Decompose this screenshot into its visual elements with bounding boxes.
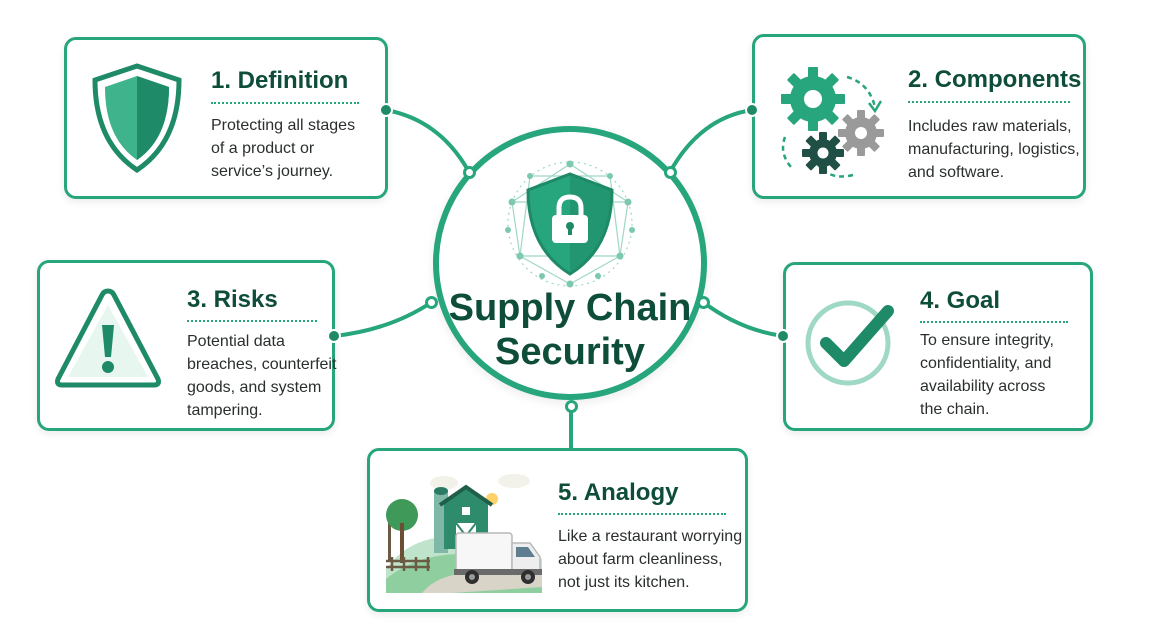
card-goal-divider bbox=[920, 321, 1068, 323]
card-definition-text: Protecting all stages of a product or se… bbox=[211, 117, 356, 180]
connector-dot-components-hub bbox=[664, 166, 677, 179]
connector-dot-goal-card bbox=[776, 329, 790, 343]
connector-goal bbox=[701, 300, 785, 338]
card-analogy-text: Like a restaurant worrying about farm cl… bbox=[558, 528, 743, 591]
card-goal: 4. Goal To ensure integrity, confidentia… bbox=[783, 262, 1093, 431]
card-components-text: Includes raw materials, manufacturing, l… bbox=[908, 118, 1080, 181]
card-components-divider bbox=[908, 101, 1070, 103]
connector-dot-risks-hub bbox=[425, 296, 438, 309]
card-risks: 3. Risks Potential data breaches, counte… bbox=[37, 260, 337, 431]
card-goal-text: To ensure integrity, confidentiality, an… bbox=[920, 332, 1054, 418]
card-analogy: 5. Analogy Like a restaurant worrying ab… bbox=[367, 448, 748, 612]
connector-definition bbox=[384, 108, 471, 174]
checkmark-icon bbox=[805, 300, 894, 386]
card-components-title: 2. Components bbox=[908, 66, 1082, 93]
connector-dot-analogy-hub bbox=[565, 400, 578, 413]
card-definition-divider bbox=[211, 102, 359, 104]
card-risks-text: Potential data breaches, counterfeit goo… bbox=[187, 333, 337, 419]
connector-risks bbox=[332, 300, 434, 338]
connector-dot-goal-hub bbox=[697, 296, 710, 309]
shield-icon bbox=[92, 63, 182, 174]
card-analogy-title: 5. Analogy bbox=[558, 479, 679, 506]
connector-dot-risks-card bbox=[327, 329, 341, 343]
gears-icon bbox=[781, 67, 884, 178]
card-risks-divider bbox=[187, 320, 317, 322]
connector-dot-definition-card bbox=[379, 103, 393, 117]
connector-dot-definition-hub bbox=[463, 166, 476, 179]
card-analogy-divider bbox=[558, 513, 726, 515]
farm-truck-illustration bbox=[386, 474, 542, 593]
card-goal-title: 4. Goal bbox=[920, 287, 1001, 314]
connector-components bbox=[668, 108, 754, 174]
hub-title-line1: Supply Chain bbox=[448, 287, 692, 329]
warning-icon bbox=[55, 288, 161, 388]
card-definition: 1. Definition Protecting all stages of a… bbox=[64, 37, 388, 199]
card-components: 2. Components Includes raw materials, ma… bbox=[752, 34, 1086, 199]
hub-title-line2: Security bbox=[495, 331, 645, 373]
card-risks-title: 3. Risks bbox=[187, 286, 278, 313]
shield-lock-network-icon bbox=[505, 160, 635, 288]
card-definition-title: 1. Definition bbox=[211, 67, 349, 94]
central-hub: Supply Chain Security bbox=[433, 126, 707, 400]
connector-dot-components-card bbox=[745, 103, 759, 117]
